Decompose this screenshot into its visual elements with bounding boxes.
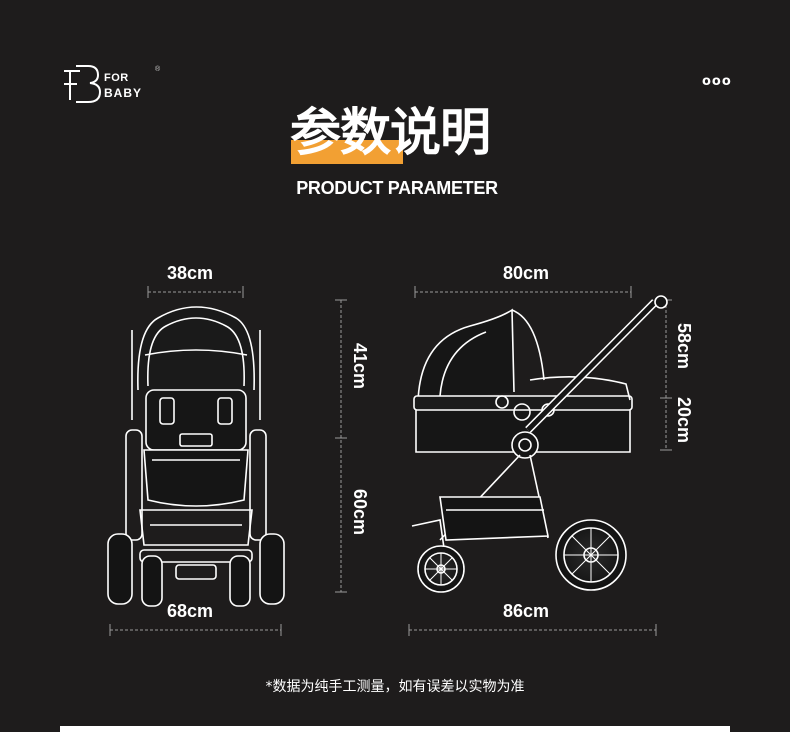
side-dimension-lines <box>408 286 672 636</box>
title-block: 参数说明 <box>290 104 510 166</box>
page-subtitle: PRODUCT PARAMETER <box>296 178 498 198</box>
page-title: 参数说明 <box>290 104 491 163</box>
front-height-lower-label: 60cm <box>350 489 370 536</box>
front-width-bottom-label: 68cm <box>167 601 214 621</box>
side-height-upper-label: 58cm <box>674 323 694 370</box>
front-width-top-label: 38cm <box>167 263 214 283</box>
side-height-lower-label: 20cm <box>674 397 694 444</box>
registered-mark: ® <box>155 66 161 73</box>
measurement-note: *数据为纯手工测量，如有误差以实物为准 <box>265 679 525 695</box>
front-view-stroller <box>107 306 285 607</box>
brand-line-for: FOR <box>104 72 129 84</box>
more-dots-icon[interactable]: ooo <box>702 74 732 89</box>
brand-line-baby: BABY <box>104 86 143 100</box>
side-length-top-label: 80cm <box>503 263 550 283</box>
front-dimension-lines <box>109 286 347 636</box>
brand-logo: FOR BABY ® <box>62 62 172 106</box>
side-view-stroller <box>411 295 668 593</box>
side-length-bottom-label: 86cm <box>503 601 550 621</box>
title-accent-bar <box>291 140 403 164</box>
front-height-upper-label: 41cm <box>350 343 370 390</box>
bottom-divider <box>60 726 730 732</box>
brand-logo-icon <box>64 65 102 103</box>
